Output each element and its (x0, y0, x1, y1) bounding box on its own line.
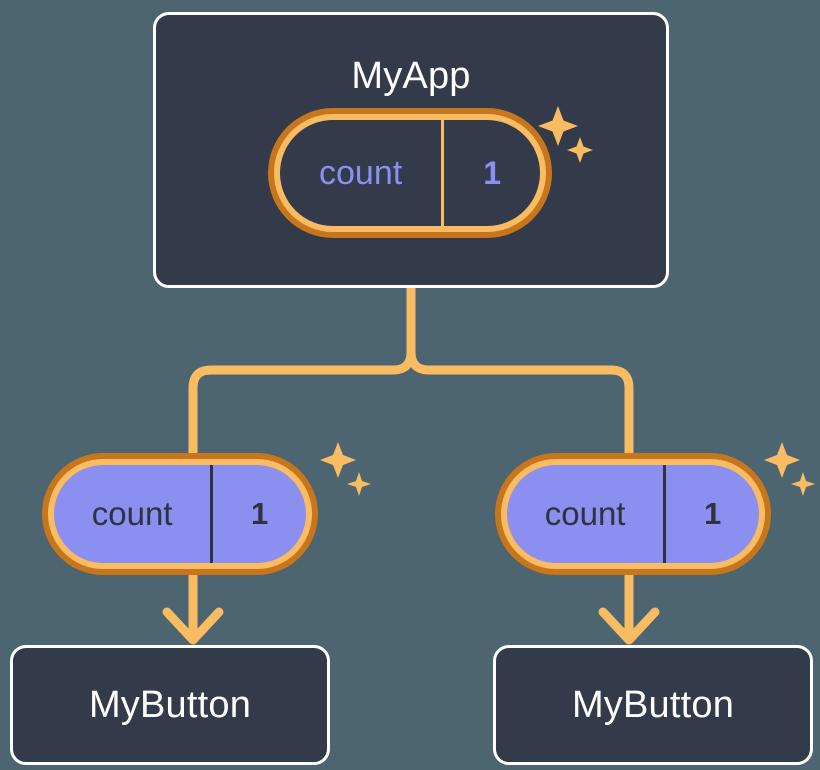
state-pill-inner-ring: count 1 (274, 114, 546, 232)
sparkles-icon-child-left (320, 442, 371, 496)
state-pill-parent[interactable]: count 1 (268, 108, 552, 238)
branch-line-left (188, 283, 416, 460)
state-value-label: 1 (441, 120, 540, 226)
arrow-down-icon-left (162, 607, 224, 645)
component-box-mybutton-left[interactable]: MyButton (10, 645, 330, 765)
component-label: MyButton (571, 684, 735, 726)
state-pill-body: count 1 (280, 120, 540, 226)
state-pill-child-right[interactable]: count 1 (495, 453, 771, 575)
component-box-mybutton-right[interactable]: MyButton (493, 645, 813, 765)
state-pill-body: count 1 (507, 465, 759, 563)
state-key-label: count (319, 153, 403, 192)
state-pill-inner-ring: count 1 (48, 459, 312, 569)
state-key-label: count (544, 495, 626, 532)
state-key-label: count (91, 495, 173, 532)
state-pill-child-left[interactable]: count 1 (42, 453, 318, 575)
state-pill-body: count 1 (54, 465, 306, 563)
component-label: MyButton (88, 684, 252, 726)
arrow-down-icon-right (598, 607, 660, 645)
page-title: MyApp (351, 55, 471, 97)
sparkles-icon-child-right (764, 442, 815, 496)
state-pill-inner-ring: count 1 (501, 459, 765, 569)
state-value-label: 1 (210, 465, 306, 563)
state-value-label: 1 (663, 465, 759, 563)
branch-line-right (406, 283, 634, 460)
